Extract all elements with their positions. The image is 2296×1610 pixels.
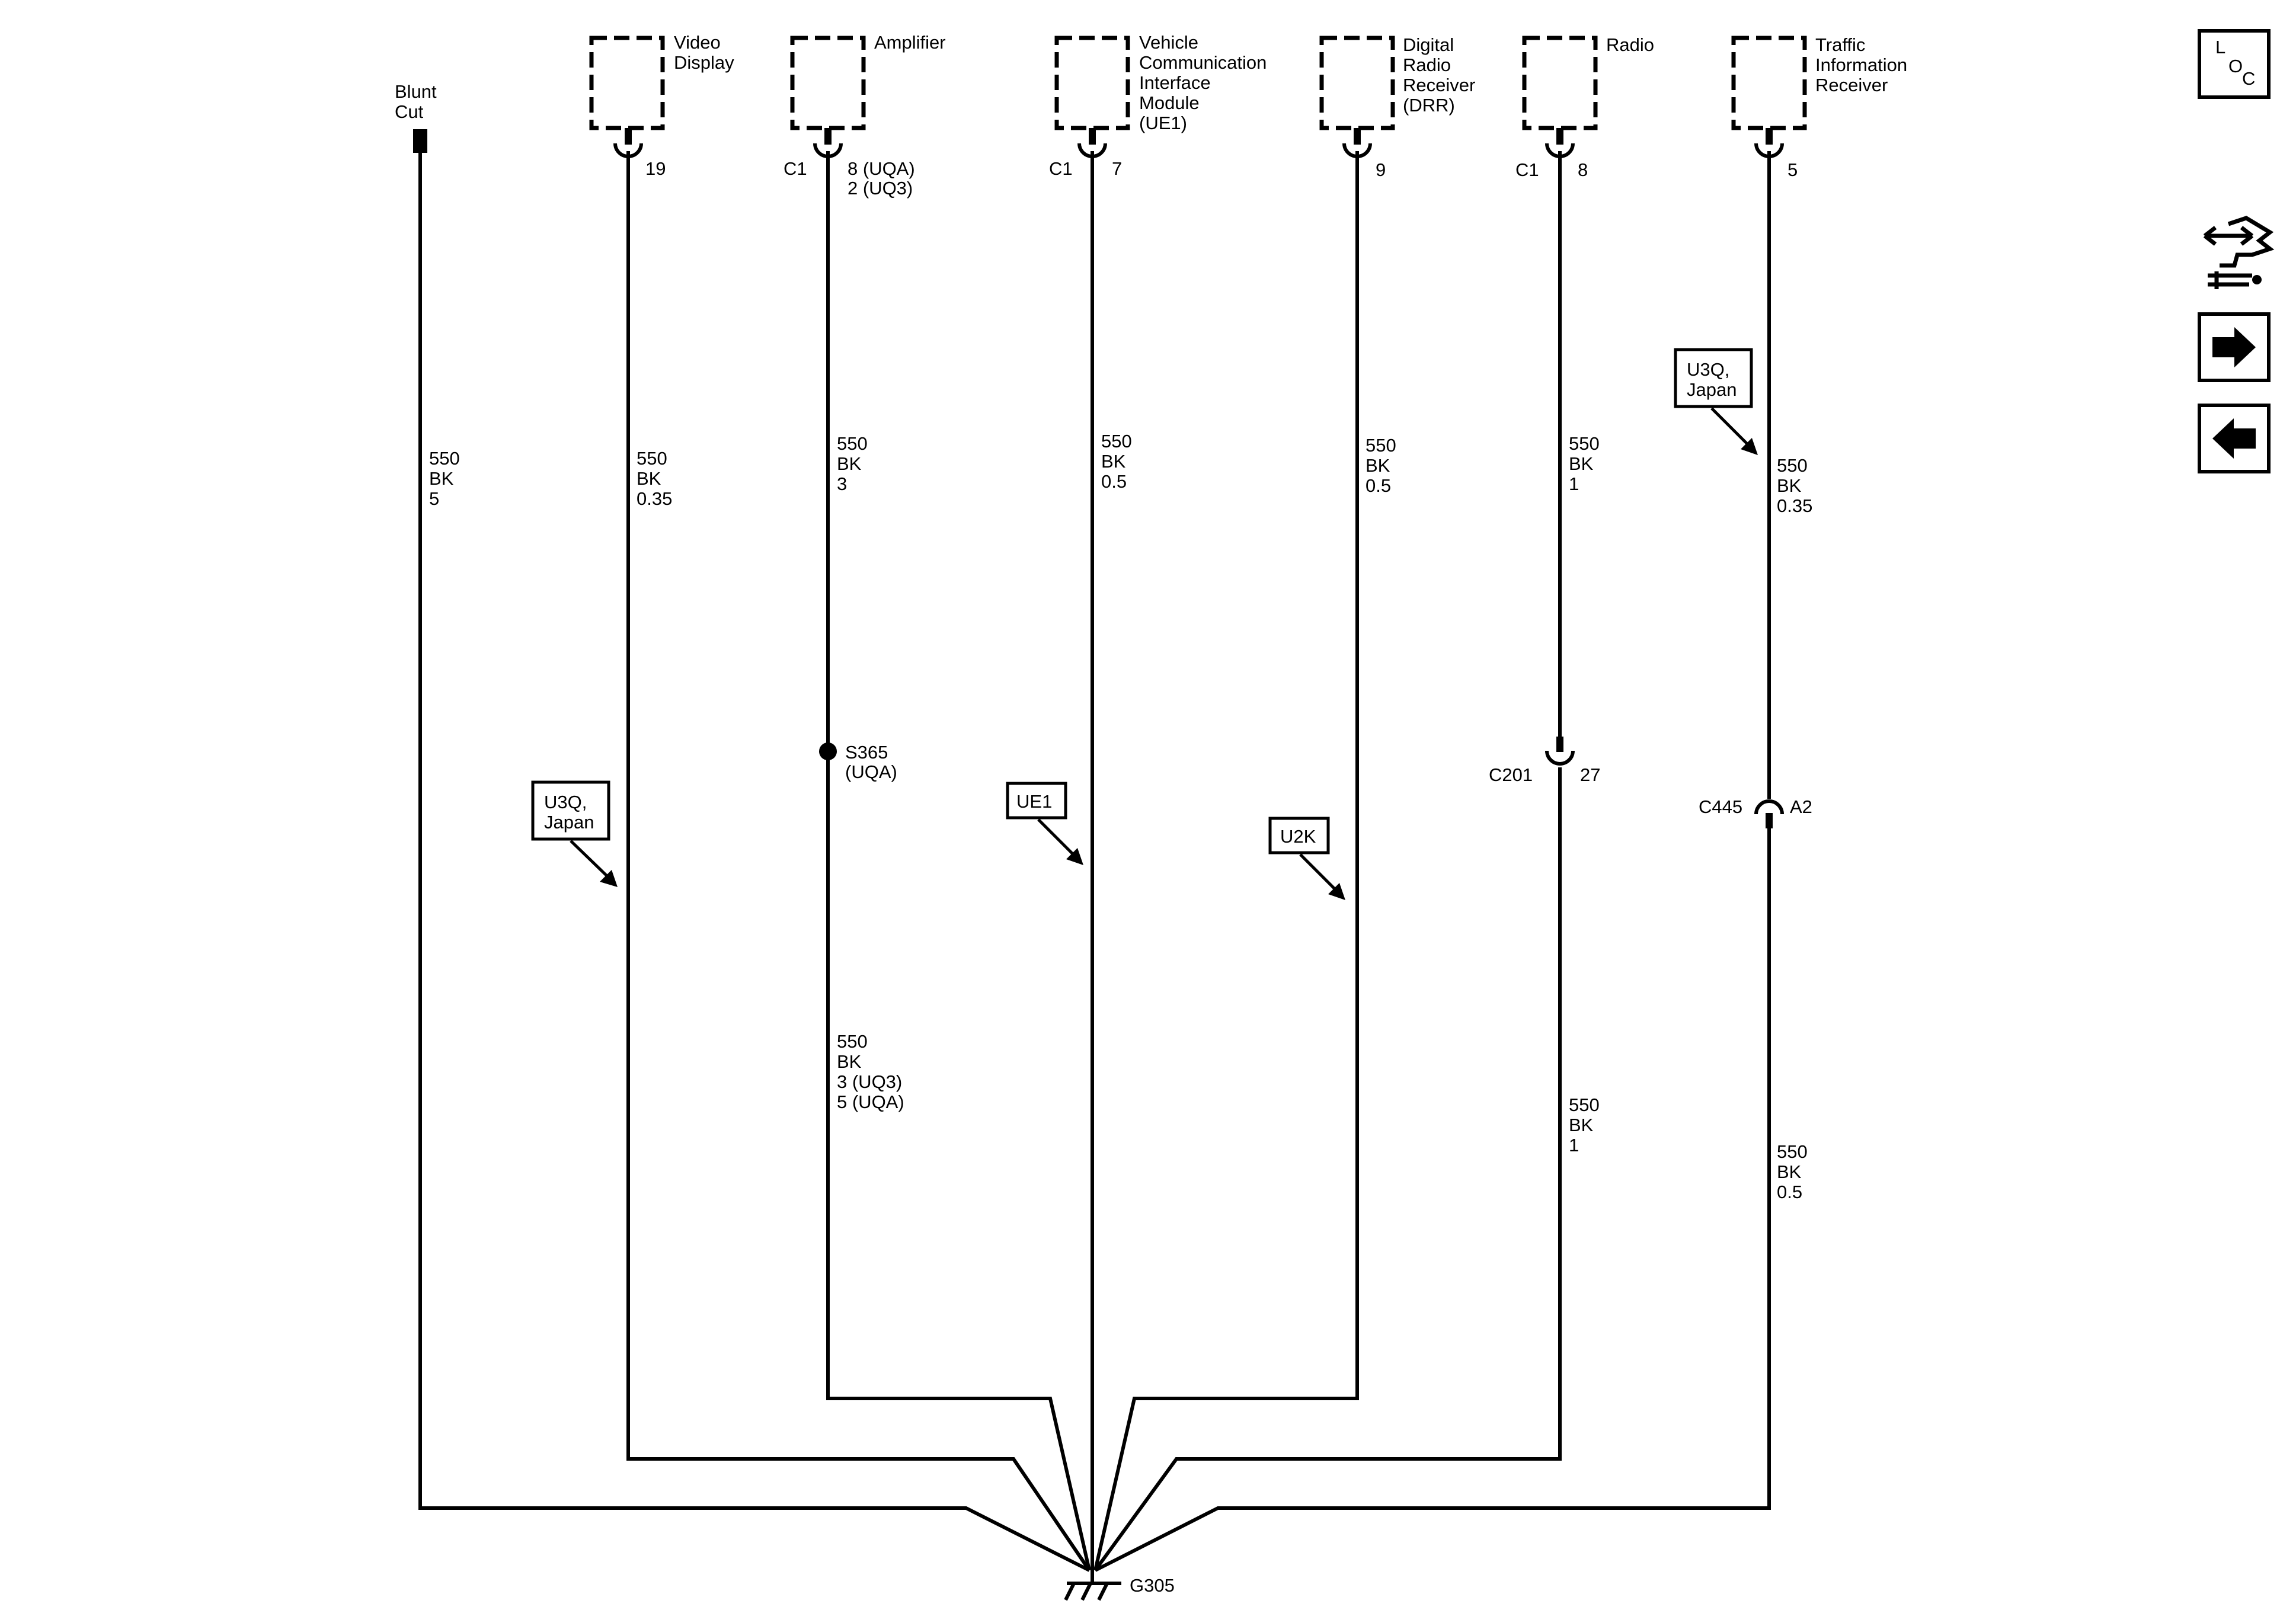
- terminal-vcim: [1077, 128, 1107, 158]
- ground-g305-symbol: [1064, 1570, 1121, 1601]
- ground-wires: [418, 150, 1771, 1572]
- option-tag-vcim: UE1: [1006, 782, 1083, 865]
- terminal-video-display: [613, 128, 643, 158]
- connector-label-vcim: C1: [1049, 158, 1073, 179]
- svg-text:27: 27: [1580, 764, 1600, 785]
- splice-s365-label: S365(UQA): [845, 742, 897, 782]
- pin-label-radio: 8: [1578, 159, 1588, 180]
- component-amplifier: Amplifier: [790, 32, 946, 130]
- svg-text:UE1: UE1: [1016, 791, 1052, 812]
- next-arrow-icon[interactable]: [2198, 312, 2271, 382]
- wire-tir-lower: [1094, 828, 1771, 1572]
- svg-text:U3Q,Japan: U3Q,Japan: [544, 792, 594, 833]
- svg-text:U2K: U2K: [1280, 826, 1316, 847]
- terminal-amplifier: [813, 128, 843, 158]
- connector-label-amplifier: C1: [784, 158, 807, 179]
- connector-label-radio: C1: [1515, 159, 1539, 180]
- loc-letter-o: O: [2228, 56, 2243, 76]
- terminal-radio: [1545, 128, 1575, 158]
- terminal-drr: [1342, 128, 1372, 158]
- pin-label-video-display: 19: [645, 158, 666, 179]
- ground-g305-label: G305: [1130, 1575, 1175, 1596]
- svg-text:Radio: Radio: [1606, 34, 1654, 55]
- blunt-cut-marker: [413, 129, 427, 153]
- pin-terminals: [613, 128, 1784, 158]
- pin-label-drr: 9: [1376, 159, 1386, 180]
- harness-connector-icon[interactable]: [2193, 213, 2276, 293]
- loc-letter-l: L: [2215, 37, 2225, 57]
- wire-blunt-cut: [418, 150, 1091, 1572]
- loc-button[interactable]: L O C: [2198, 29, 2271, 99]
- wire-radio-lower: [1093, 767, 1562, 1571]
- pin-label-tir: 5: [1787, 159, 1798, 180]
- component-radio: Radio: [1522, 34, 1654, 130]
- inline-connector-c445: C445 A2: [1699, 796, 1812, 828]
- loc-letter-c: C: [2242, 68, 2255, 89]
- splice-s365-dot: [819, 742, 837, 760]
- svg-text:C201: C201: [1489, 764, 1533, 785]
- option-tag-tir: U3Q,Japan: [1674, 348, 1758, 455]
- pin-label-amplifier: 8 (UQA)2 (UQ3): [848, 158, 915, 199]
- svg-text:U3Q,Japan: U3Q,Japan: [1687, 359, 1737, 400]
- terminal-tir: [1754, 128, 1784, 158]
- option-tag-video: U3Q,Japan: [531, 780, 618, 887]
- previous-arrow-icon[interactable]: [2198, 404, 2271, 473]
- wire-drr: [1093, 151, 1359, 1571]
- option-tag-drr: U2K: [1268, 817, 1345, 900]
- inline-connector-c201: C201 27: [1489, 737, 1600, 785]
- svg-text:Amplifier: Amplifier: [874, 32, 946, 53]
- svg-text:A2: A2: [1790, 796, 1812, 817]
- pin-label-vcim: 7: [1112, 158, 1122, 179]
- wire-video-display: [626, 151, 1091, 1571]
- wire-amplifier: [826, 151, 1091, 1571]
- svg-text:C445: C445: [1699, 796, 1742, 817]
